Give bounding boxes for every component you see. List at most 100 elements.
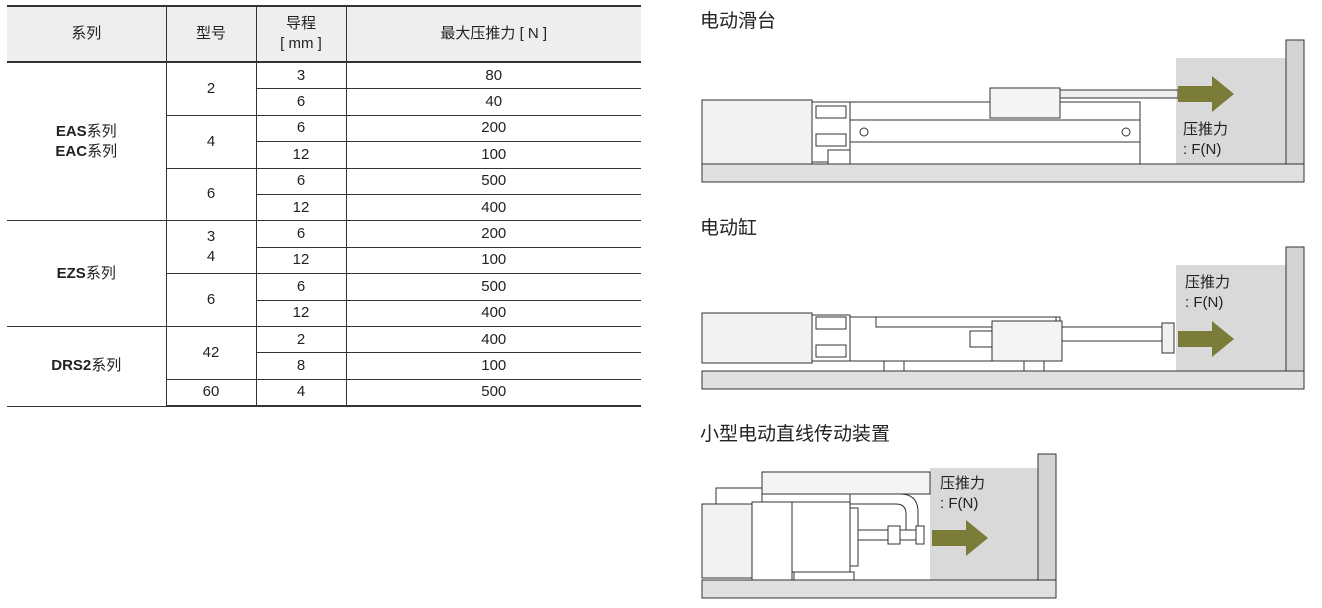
model-value: 4 [206, 248, 216, 266]
series-code: EAS [55, 122, 87, 140]
cylinder-diagram: 压推力 : F(N) [701, 246, 1305, 390]
model-value: 42 [202, 343, 220, 361]
model-value: 3 [206, 228, 216, 246]
lead-cell: 2 [255, 326, 346, 354]
header-series: 系列 [7, 5, 166, 63]
thrust-cell: 500 [345, 168, 641, 195]
header-lead: 导程 [ mm ] [255, 5, 346, 63]
lead-cell: 12 [255, 300, 346, 327]
header-lead-unit: [ mm ] [280, 35, 322, 52]
model-cell: 6 [165, 273, 256, 327]
model-value: 6 [206, 185, 216, 203]
compact-base [701, 579, 1057, 599]
lead-cell: 6 [255, 88, 346, 116]
header-thrust: 最大压推力 [ N ] [345, 5, 641, 63]
series-code: EAC [55, 142, 88, 160]
model-cell: 42 [165, 326, 256, 380]
slider-diagram: 压推力 : F(N) [701, 39, 1305, 183]
model-value: 6 [206, 291, 216, 309]
thrust-cell: 500 [345, 379, 641, 408]
series-name: EAC系列 [7, 142, 166, 162]
thrust-cell: 100 [345, 141, 641, 169]
series-suffix: 系列 [87, 142, 118, 160]
thrust-cell: 100 [345, 247, 641, 275]
model-value: 4 [206, 132, 216, 150]
slider-table [989, 87, 1061, 119]
thrust-cell: 400 [345, 326, 641, 354]
series-suffix: 系列 [91, 357, 122, 375]
lead-cell: 12 [255, 194, 346, 222]
series-name: EZS系列 [7, 264, 166, 284]
header-lead-name: 导程 [285, 15, 316, 32]
lead-cell: 6 [255, 168, 346, 195]
cylinder-push-value: : F(N) [1185, 294, 1223, 311]
lead-cell: 3 [255, 62, 346, 90]
compact-diagram: 压推力 : F(N) [701, 453, 1057, 599]
cylinder-motor [701, 312, 813, 364]
compact-wall [1037, 453, 1057, 581]
lead-cell: 6 [255, 273, 346, 301]
cylinder-rod [1061, 326, 1163, 342]
series-name: DRS2系列 [7, 356, 166, 376]
compact-push-label: 压推力 [940, 475, 985, 492]
compact-push-arrow [932, 520, 988, 556]
lead-cell: 4 [255, 379, 346, 408]
compact-diagram-title: 小型电动直线传动装置 [700, 424, 891, 445]
slider-push-rod [1059, 89, 1179, 99]
compact-motor [701, 503, 753, 579]
slider-diagram-title: 电动滑台 [700, 11, 777, 32]
slider-motor [701, 99, 813, 165]
series-cell: DRS2系列 [7, 326, 166, 407]
compact-top-table [761, 471, 931, 495]
slider-wall [1285, 39, 1305, 165]
thrust-cell: 100 [345, 352, 641, 380]
header-model: 型号 [165, 5, 256, 63]
series-code: EZS [56, 264, 86, 282]
thrust-cell: 400 [345, 194, 641, 222]
slider-push-value: : F(N) [1183, 141, 1221, 158]
thrust-cell: 200 [345, 220, 641, 248]
series-cell: EZS系列 [7, 220, 166, 327]
lead-cell: 8 [255, 352, 346, 380]
series-suffix: 系列 [86, 122, 117, 140]
cylinder-wall-zone [1176, 265, 1286, 371]
thrust-cell: 200 [345, 115, 641, 143]
cylinder-push-label: 压推力 [1185, 274, 1230, 291]
thrust-cell: 500 [345, 273, 641, 301]
series-suffix: 系列 [85, 264, 116, 282]
thrust-cell: 400 [345, 300, 641, 327]
cylinder-push-arrow [1178, 321, 1234, 357]
compact-wall-zone [930, 468, 1038, 580]
model-cell: 60 [165, 379, 256, 408]
slider-push-arrow [1178, 76, 1234, 112]
model-value: 60 [202, 383, 220, 401]
lead-cell: 6 [255, 220, 346, 248]
cylinder-wall [1285, 246, 1305, 372]
model-cell: 4 [165, 115, 256, 169]
cylinder-diagram-title: 电动缸 [700, 218, 758, 239]
model-cell: 6 [165, 168, 256, 222]
model-cell: 2 [165, 62, 256, 116]
series-name: EAS系列 [7, 122, 166, 142]
cylinder-base [701, 370, 1305, 390]
lead-cell: 12 [255, 141, 346, 169]
lead-cell: 6 [255, 115, 346, 143]
lead-cell: 12 [255, 247, 346, 275]
thrust-cell: 40 [345, 88, 641, 116]
compact-push-value: : F(N) [940, 495, 978, 512]
table-header-row: 系列 型号 导程 [ mm ] 最大压推力 [ N ] [7, 5, 641, 63]
